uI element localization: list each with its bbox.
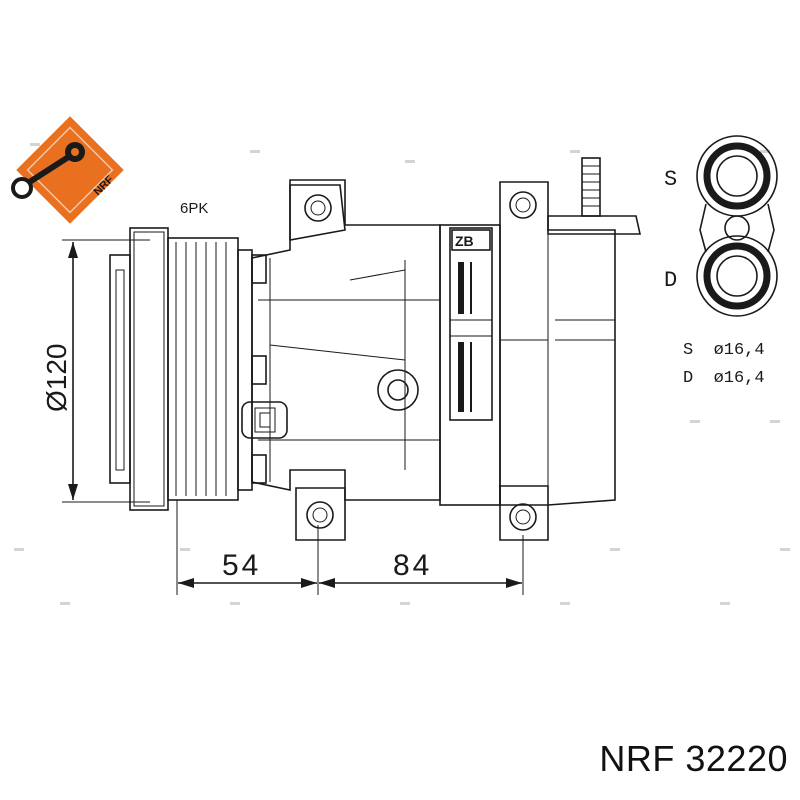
manifold-stud [547, 157, 641, 235]
belt-type-label: 6PK [180, 200, 208, 217]
diameter-label: Ø120 [41, 344, 72, 413]
port-d-marker: D [664, 268, 677, 293]
mounting-lug-top-front [289, 184, 346, 241]
part-number-caption: NRF 32220 [599, 738, 788, 779]
diameter-dimension [62, 239, 150, 503]
mounting-lug-bottom-rear [499, 485, 549, 541]
pulley-length-label: 54 [222, 549, 261, 582]
port-d-spec: D ø16,4 [683, 369, 765, 388]
wrench-logo-icon [11, 142, 85, 199]
port-bridge [699, 203, 775, 253]
brand-logo [16, 116, 124, 224]
mounting-lug-bottom-front [295, 487, 346, 541]
label-plate [449, 227, 493, 421]
port-s-marker: S [664, 167, 677, 192]
length-dimensions [176, 500, 524, 595]
relief-valve [377, 369, 419, 411]
electrical-connector [241, 401, 288, 439]
port-seal-s [696, 135, 778, 217]
plate-tag: ZB [455, 233, 474, 249]
pulley-assembly [109, 227, 253, 511]
port-s-spec: S ø16,4 [683, 341, 765, 360]
front-housing [251, 179, 441, 501]
body-length-label: 84 [393, 549, 432, 582]
rear-body [439, 181, 616, 506]
port-seal-d [696, 235, 778, 317]
watermark-dots [14, 143, 790, 605]
